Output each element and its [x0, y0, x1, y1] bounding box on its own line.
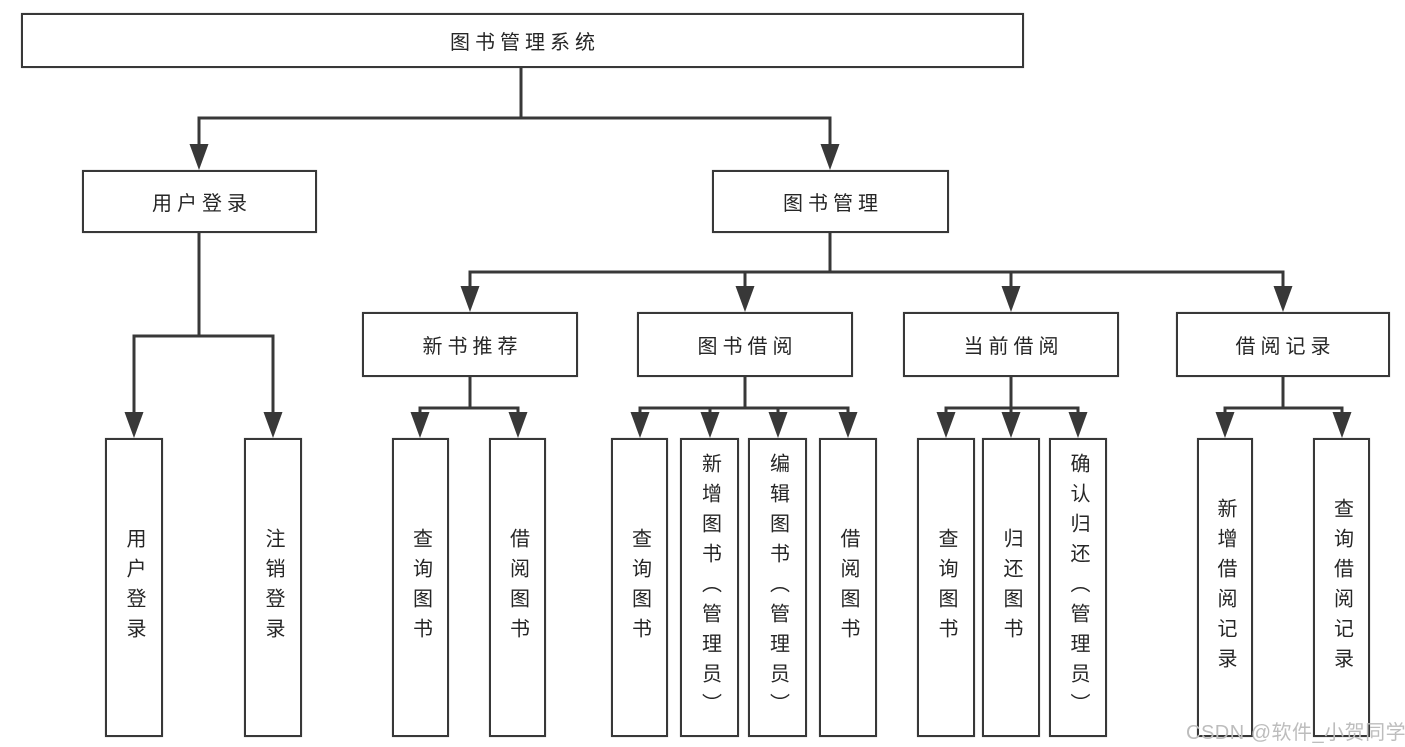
node-rec: 新书推荐: [362, 312, 578, 377]
node-cur-query: 查询图书: [917, 438, 975, 737]
node-rec-borrow: 借阅图书: [489, 438, 546, 737]
node-login-user: 用户登录: [105, 438, 163, 737]
arrowhead-icon: [838, 412, 858, 438]
node-label: 确认归还（管理员）: [1067, 452, 1089, 723]
arrowhead-icon: [768, 412, 788, 438]
arrowhead-icon: [630, 412, 650, 438]
node-label: 用户登录: [152, 193, 252, 215]
node-label: 图书管理: [783, 193, 883, 215]
node-mgmt: 图书管理: [712, 170, 949, 233]
arrowhead-icon: [263, 412, 283, 438]
node-records-query: 查询借阅记录: [1313, 438, 1370, 737]
node-rec-query: 查询图书: [392, 438, 449, 737]
node-borrow-lend: 借阅图书: [819, 438, 877, 737]
node-borrow: 图书借阅: [637, 312, 853, 377]
arrowhead-icon: [460, 286, 480, 312]
node-records-add: 新增借阅记录: [1197, 438, 1253, 737]
node-label: 查询图书: [628, 527, 651, 648]
node-label: 用户登录: [123, 527, 145, 648]
arrowhead-icon: [700, 412, 720, 438]
arrowhead-icon: [820, 144, 840, 170]
node-login-logout: 注销登录: [244, 438, 302, 737]
arrowhead-icon: [936, 412, 956, 438]
arrowhead-icon: [1273, 286, 1293, 312]
node-cur-return: 归还图书: [982, 438, 1040, 737]
node-label: 新增图书（管理员）: [698, 452, 721, 723]
arrowhead-icon: [508, 412, 528, 438]
node-label: 注销登录: [262, 527, 284, 648]
node-label: 图书管理系统: [450, 32, 600, 54]
node-label: 编辑图书（管理员）: [766, 452, 789, 723]
node-label: 新增借阅记录: [1214, 497, 1236, 678]
node-borrow-edit: 编辑图书（管理员）: [748, 438, 807, 737]
node-label: 借阅记录: [1235, 336, 1336, 358]
node-login: 用户登录: [82, 170, 317, 233]
node-label: 当前借阅: [963, 336, 1064, 358]
node-borrow-query: 查询图书: [611, 438, 668, 737]
arrowhead-icon: [410, 412, 430, 438]
node-label: 新书推荐: [422, 336, 523, 358]
node-label: 归还图书: [1000, 527, 1022, 648]
node-label: 查询借阅记录: [1330, 497, 1353, 678]
node-label: 图书借阅: [697, 336, 798, 358]
arrowhead-icon: [1068, 412, 1088, 438]
arrowhead-icon: [1001, 286, 1021, 312]
arrowhead-icon: [1001, 412, 1021, 438]
arrowhead-icon: [735, 286, 755, 312]
node-label: 借阅图书: [837, 527, 859, 648]
node-current: 当前借阅: [903, 312, 1119, 377]
node-label: 查询图书: [935, 527, 957, 648]
arrowhead-icon: [189, 144, 209, 170]
node-root: 图书管理系统: [21, 13, 1024, 68]
arrowhead-icon: [124, 412, 144, 438]
arrowhead-icon: [1332, 412, 1352, 438]
node-label: 借阅图书: [506, 527, 529, 648]
arrowhead-icon: [1215, 412, 1235, 438]
node-label: 查询图书: [409, 527, 432, 648]
node-cur-confirm: 确认归还（管理员）: [1049, 438, 1107, 737]
node-records: 借阅记录: [1176, 312, 1390, 377]
node-borrow-add: 新增图书（管理员）: [680, 438, 739, 737]
